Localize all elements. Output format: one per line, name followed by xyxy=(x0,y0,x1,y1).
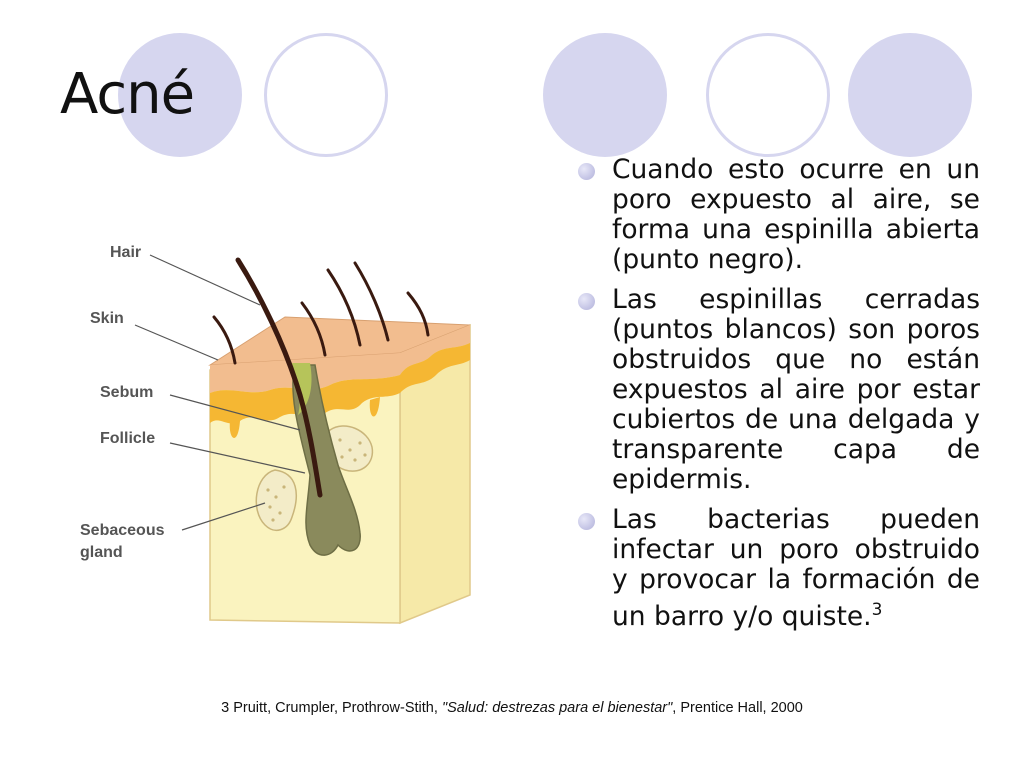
footnote-publisher: , Prentice Hall, 2000 xyxy=(672,700,803,716)
gland-dots xyxy=(266,438,367,522)
skin-diagram-svg: Hair Skin Sebum Follicle Sebaceous gland xyxy=(80,244,471,625)
label-gland: gland xyxy=(80,544,123,561)
label-skin: Skin xyxy=(90,310,124,327)
slide-title: Acné xyxy=(60,62,195,127)
bullet-icon xyxy=(578,293,595,310)
hair-strand xyxy=(326,268,362,347)
bullet-icon xyxy=(578,513,595,530)
skin-leader-line xyxy=(134,324,219,361)
sebaceous-gland-left xyxy=(255,469,298,532)
bullet-list: Cuando esto ocurre en un poro expuesto a… xyxy=(576,155,980,642)
footnote-citation: 3 Pruitt, Crumpler, Prothrow-Stith, xyxy=(221,700,442,716)
hair-leader-line xyxy=(149,254,261,306)
decor-circle-3 xyxy=(543,33,667,157)
decor-circle-1 xyxy=(118,33,242,157)
bullet-item: Las espinillas cerradas (puntos blancos)… xyxy=(576,285,980,495)
hair-strand xyxy=(353,261,390,342)
gland-leader-line xyxy=(181,502,266,531)
follicle-leader-line xyxy=(169,442,306,474)
label-follicle: Follicle xyxy=(100,430,155,447)
hair-strand xyxy=(406,291,430,337)
bullet-item: Cuando esto ocurre en un poro expuesto a… xyxy=(576,155,980,275)
bullet-icon xyxy=(578,163,595,180)
bullet-text: Cuando esto ocurre en un poro expuesto a… xyxy=(612,154,980,275)
hair-follicle xyxy=(292,364,361,556)
decor-circle-5 xyxy=(848,33,972,157)
label-sebaceous: Sebaceous xyxy=(80,522,165,539)
label-hair: Hair xyxy=(110,244,141,261)
label-sebum: Sebum xyxy=(100,384,153,401)
footnote: 3 Pruitt, Crumpler, Prothrow-Stith, "Sal… xyxy=(0,700,1024,716)
skin-diagram: Hair Skin Sebum Follicle Sebaceous gland xyxy=(70,225,500,635)
bullet-text: Las espinillas cerradas (puntos blancos)… xyxy=(612,284,980,495)
hair-strand xyxy=(212,315,237,365)
decor-circle-2 xyxy=(264,33,388,157)
epidermis-side xyxy=(400,325,470,375)
hair-strand xyxy=(300,301,327,357)
footnote-book-title: "Salud: destrezas para el bienestar" xyxy=(441,700,673,716)
hair-main xyxy=(235,257,323,498)
footnote-reference: 3 xyxy=(871,600,883,620)
sebum-leader-line xyxy=(169,394,301,431)
sebum-drip xyxy=(229,421,240,438)
follicle-opening xyxy=(292,363,312,415)
sebum-layer-side xyxy=(400,343,470,393)
bullet-item: Las bacterias pueden infectar un poro ob… xyxy=(576,505,980,632)
decor-circle-4 xyxy=(706,33,830,157)
sebum-drip xyxy=(369,397,380,417)
bullet-text: Las bacterias pueden infectar un poro ob… xyxy=(612,504,980,632)
